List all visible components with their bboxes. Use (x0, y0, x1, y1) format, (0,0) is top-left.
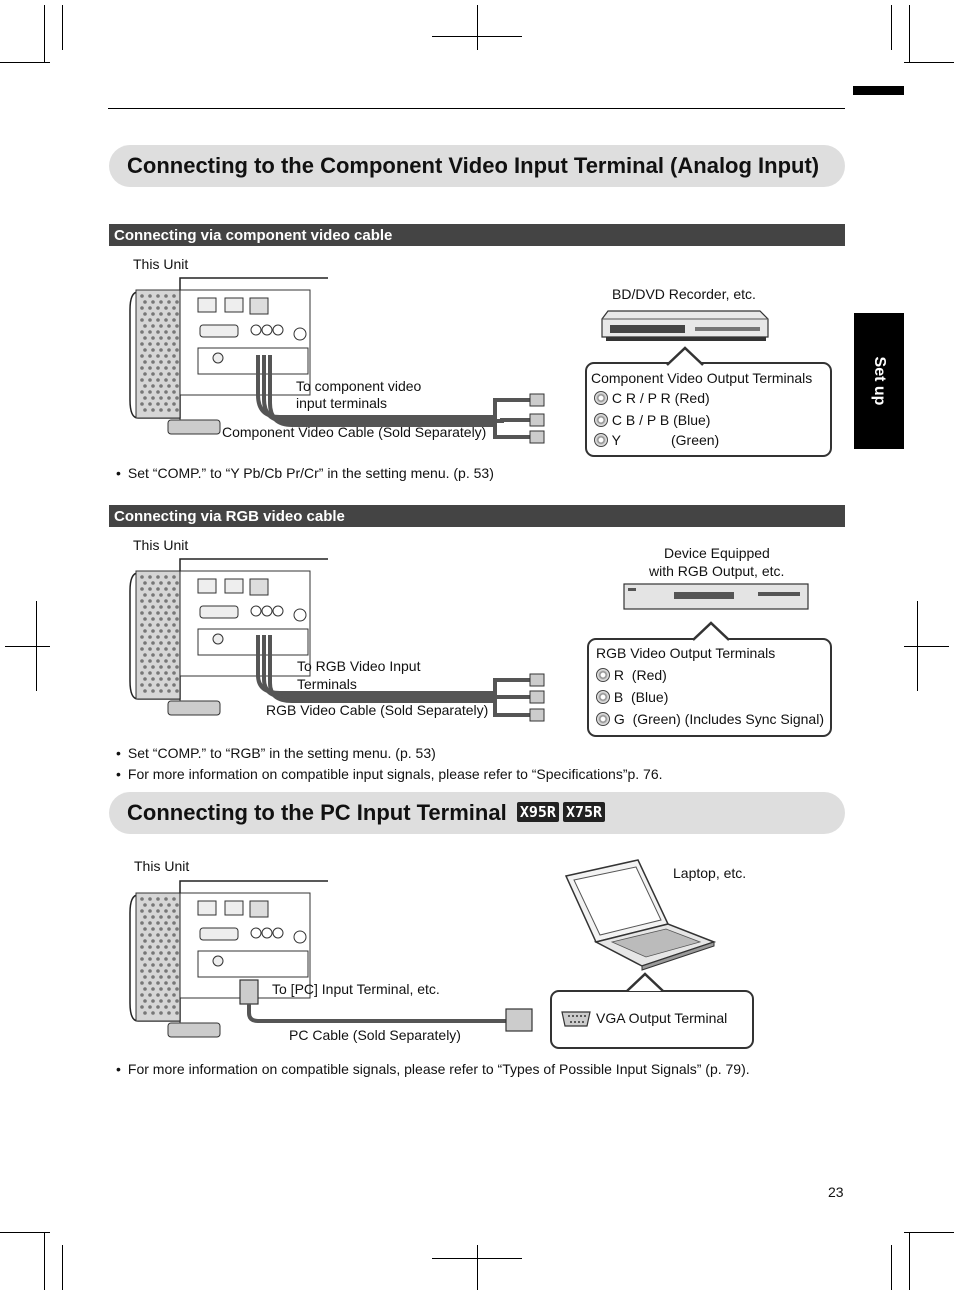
bd-recorder-illustration (601, 310, 769, 341)
projector-illustration (129, 277, 328, 435)
this-unit-label: This Unit (133, 537, 189, 553)
pc-cable (239, 979, 533, 1032)
callout-pointer (692, 621, 730, 641)
cable-label: Component Video Cable (Sold Separately) (222, 424, 487, 440)
section-title-component: Connecting to the Component Video Input … (109, 145, 845, 187)
model-badge: X75R (562, 802, 606, 822)
this-unit-label: This Unit (133, 256, 189, 272)
terminal-r: R (Red) (596, 667, 667, 684)
terminal-b: B (Blue) (596, 689, 668, 706)
device-label-1: Device Equipped (664, 545, 770, 561)
header-bar (853, 86, 904, 95)
model-badge: X95R (516, 802, 559, 822)
vga-output-label: VGA Output Terminal (596, 1010, 728, 1026)
terminal-icon (596, 712, 610, 726)
section-title-text: Connecting to the PC Input Terminal X95R… (127, 800, 606, 826)
to-terminal-label-2: Terminals (297, 676, 357, 692)
device-label: BD/DVD Recorder, etc. (612, 286, 756, 302)
rgb-device-illustration (623, 583, 809, 610)
subheading-text: Connecting via component video cable (114, 227, 393, 244)
note-rgb-1: •Set “COMP.” to “RGB” in the setting men… (116, 745, 436, 761)
rgb-output-callout (587, 638, 832, 737)
projector-illustration (129, 558, 328, 716)
to-terminal-label: To [PC] Input Terminal, etc. (272, 981, 440, 997)
laptop-illustration (564, 859, 717, 971)
subheading-component-cable: Connecting via component video cable (109, 224, 845, 246)
note-rgb-2: •For more information on compatible inpu… (116, 766, 663, 782)
terminal-cb: C B / P B (Blue) (594, 412, 710, 429)
to-terminal-label-1: To RGB Video Input (297, 658, 421, 674)
cable-label: PC Cable (Sold Separately) (289, 1027, 461, 1043)
output-title: RGB Video Output Terminals (596, 645, 776, 661)
terminal-icon (594, 413, 608, 427)
side-tab-label: Set up (871, 356, 888, 406)
vga-port-icon (561, 1011, 591, 1027)
callout-pointer (666, 346, 704, 366)
section-title-pc: Connecting to the PC Input Terminal X95R… (109, 792, 845, 834)
device-label-2: with RGB Output, etc. (649, 563, 785, 579)
this-unit-label: This Unit (134, 858, 190, 874)
cable-label: RGB Video Cable (Sold Separately) (266, 702, 489, 718)
output-title: Component Video Output Terminals (591, 370, 813, 386)
section-title-text: Connecting to the Component Video Input … (127, 153, 820, 178)
note-component: •Set “COMP.” to “Y Pb/Cb Pr/Cr” in the s… (116, 465, 494, 481)
header-rule (108, 108, 845, 109)
terminal-icon (596, 668, 610, 682)
side-tab: Set up (854, 313, 904, 449)
subheading-text: Connecting via RGB video cable (114, 508, 345, 525)
note-pc: •For more information on compatible sign… (116, 1061, 750, 1077)
terminal-g: G (Green) (Includes Sync Signal) (596, 711, 824, 728)
device-label: Laptop, etc. (673, 865, 747, 881)
component-output-callout (585, 362, 832, 457)
callout-pointer (626, 972, 664, 992)
terminal-icon (594, 433, 608, 447)
page-number: 23 (828, 1184, 844, 1200)
rgb-cable (256, 635, 545, 722)
terminal-y: Y(Green) (594, 432, 719, 449)
subheading-rgb-cable: Connecting via RGB video cable (109, 505, 845, 527)
terminal-icon (596, 690, 610, 704)
component-cable (256, 355, 545, 444)
to-terminal-label-1: To component video (296, 378, 422, 394)
to-terminal-label-2: input terminals (296, 395, 388, 411)
terminal-cr: C R / P R (Red) (594, 390, 710, 407)
terminal-icon (594, 391, 608, 405)
